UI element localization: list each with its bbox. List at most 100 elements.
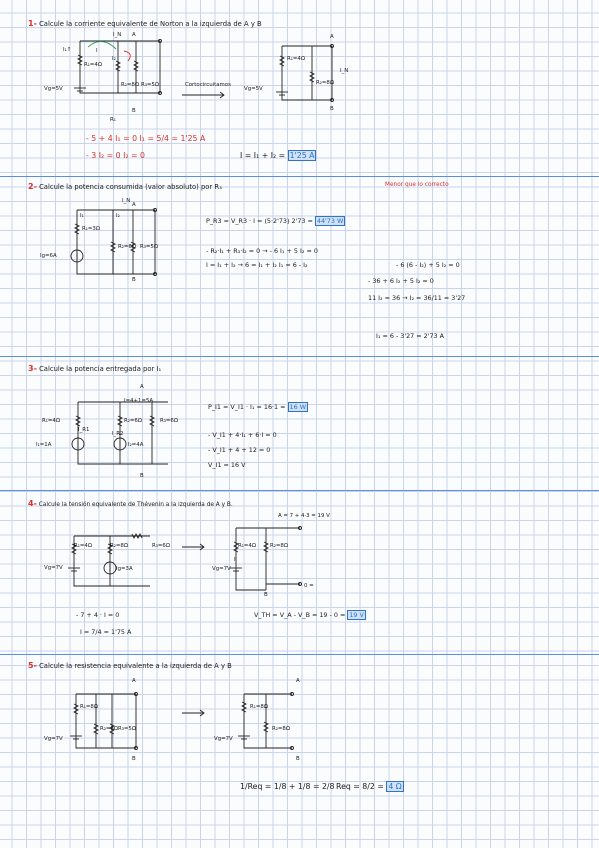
equation-5: - 36 + 6 I₂ + 5 I₂ = 0 xyxy=(368,277,434,285)
label-Bb: B xyxy=(264,592,268,598)
equation-prefix: Req = 8/2 = xyxy=(336,782,387,791)
label-IA: I xyxy=(234,557,236,563)
problem-2-title: 2- Calcule la potencia consumida (valor … xyxy=(28,183,222,191)
result-box: 44'73 W xyxy=(314,216,346,226)
label-B: B xyxy=(132,277,136,283)
problem-number: 5- xyxy=(28,661,37,670)
problem-4-title: 4- Calcule la tensión equivalente de Thé… xyxy=(28,500,233,509)
result-prefix: I = I₁ + I₂ = xyxy=(240,151,288,160)
equation-2: I = 7/4 = 1'75 A xyxy=(80,628,132,636)
equation-2: - R₂·I₁ + R₃·I₂ = 0 → - 6 I₁ + 5 I₂ = 0 xyxy=(206,247,318,255)
equation-1: 1/Req = 1/8 + 1/8 = 2/8 xyxy=(240,782,335,791)
equation-1: P_R3 = V_R3 · I = (5·2'73) 2'73 = 44'73 … xyxy=(206,216,346,226)
equation-4: V_I1 = 16 V xyxy=(208,461,246,469)
label-IN: I_N xyxy=(113,32,122,38)
label-Vg: Vg=7V xyxy=(44,565,63,571)
circuit-diagram-5 xyxy=(70,692,138,750)
circuit-diagram-2 xyxy=(70,208,157,276)
label-Ig: Ig=6A xyxy=(40,253,57,259)
equation-prefix: V_TH = V_A - V_B = 19 - 0 = xyxy=(254,611,348,619)
label-I1: I₁↑ xyxy=(63,47,72,53)
equation-1: - 7 + 4 · I = 0 xyxy=(76,611,120,619)
separator xyxy=(0,356,599,357)
equation-4: - 6 (6 - I₂) + 5 I₂ = 0 xyxy=(396,261,460,269)
label-R1: R₁=8Ω xyxy=(80,704,98,710)
label-Bz: 0 = xyxy=(304,583,314,589)
label-R1: R₁=3Ω xyxy=(82,226,100,232)
separator xyxy=(0,654,599,655)
label-Ab: A xyxy=(330,34,334,40)
label-I1: I₁ xyxy=(80,213,84,219)
label-R2b: R₂=8Ω xyxy=(272,726,290,732)
label-Ab: A xyxy=(296,678,300,684)
label-R3: R₃=6Ω xyxy=(160,418,178,424)
arrow-icon xyxy=(182,543,205,551)
label-R2: R₂=6Ω xyxy=(124,418,142,424)
problem-statement: Calcule la potencia consumida (valor abs… xyxy=(39,183,222,191)
circuit-diagram-3 xyxy=(71,401,168,465)
result-line: I = I₁ + I₂ = 1'25 A xyxy=(240,150,317,161)
label-R1b: R₁=4Ω xyxy=(287,56,305,62)
label-I2: I₂ xyxy=(116,213,120,219)
label-A: A xyxy=(140,384,144,390)
problem-number: 4- xyxy=(28,499,37,508)
problem-3-title: 3- Calcule la potencia entregada por I₁ xyxy=(28,365,161,373)
result-box: 16 W xyxy=(287,402,309,412)
label-r1: R₁ xyxy=(110,117,116,123)
label-A: A xyxy=(132,678,136,684)
label-I: I=4+1=5A xyxy=(124,398,154,404)
problem-statement: Calcule la potencia entregada por I₁ xyxy=(39,365,162,373)
label-R1: R₁=4Ω xyxy=(42,418,60,424)
label-R3: R₃=5Ω xyxy=(141,82,159,88)
label-IR1: I_R1 xyxy=(78,427,90,433)
problem-statement: Calcule la corriente equivalente de Nort… xyxy=(39,20,262,28)
label-R1: R₁=4Ω xyxy=(84,62,102,68)
circuit-diagram-1 xyxy=(74,39,162,95)
circuit-diagram-4 xyxy=(68,532,150,587)
equation-3: I = I₁ + I₂ → 6 = I₁ + I₂ I₁ = 6 - I₂ xyxy=(206,261,308,269)
arrow-icon xyxy=(182,709,205,717)
label-Bb: B xyxy=(296,756,300,762)
equation-2: - V_I1 + 4·I₁ + 6·I = 0 xyxy=(208,431,277,439)
label-Ab: A = 7 + 4·3 = 19 V xyxy=(278,513,330,519)
equation-prefix: P_I1 = V_I1 · I₁ = 16·1 = xyxy=(208,403,288,411)
label-A: A xyxy=(132,32,136,38)
label-R2: R₂=6Ω xyxy=(118,244,136,250)
label-R3: R₃=6Ω xyxy=(152,543,170,549)
label-R1b: R₁=8Ω xyxy=(250,704,268,710)
separator xyxy=(0,176,599,177)
label-IN: I_N xyxy=(122,198,131,204)
label-R3: R₃=5Ω xyxy=(118,726,136,732)
label-cortocircuitamos: Cortocircuitamos xyxy=(185,82,231,88)
equation-2: Req = 8/2 = 4 Ω xyxy=(336,781,404,792)
problem-statement: Calcule la tensión equivalente de Théven… xyxy=(38,502,233,508)
equation-1: - 5 + 4 I₁ = 0 I₁ = 5/4 = 1'25 A xyxy=(86,134,206,143)
label-B: B xyxy=(140,473,144,479)
label-R1: R₁=4Ω xyxy=(74,543,92,549)
label-I2: I₂ xyxy=(112,56,116,62)
label-R1b: R₁=4Ω xyxy=(238,543,256,549)
label-R2: R₂=8Ω xyxy=(100,726,118,732)
problem-1-title: 1- Calcule la corriente equivalente de N… xyxy=(28,20,262,28)
result-box: 4 Ω xyxy=(386,781,404,792)
label-B: B xyxy=(132,756,136,762)
equation-3: V_TH = V_A - V_B = 19 - 0 = 19 V xyxy=(254,610,366,620)
label-I2: I₂=4A xyxy=(128,442,144,448)
annotation-note: Menor que lo correcto xyxy=(385,182,449,188)
label-IR2: I_R2 xyxy=(112,431,124,437)
label-Vgb: Vg=7V xyxy=(214,736,233,742)
equation-2: - 3 I₂ = 0 I₂ = 0 xyxy=(86,151,145,160)
circuit-diagram-1b xyxy=(276,44,334,102)
label-Vgb: Vg=5V xyxy=(244,86,263,92)
problem-number: 1- xyxy=(28,19,37,28)
result-box: 19 V xyxy=(347,610,366,620)
problem-number: 3- xyxy=(28,364,37,373)
label-R2b: R₂=8Ω xyxy=(270,543,288,549)
label-R3: R₃=5Ω xyxy=(140,244,158,250)
separator xyxy=(0,490,599,491)
label-Ig: Ig=3A xyxy=(116,566,133,572)
label-R2: R₂=8Ω xyxy=(121,82,139,88)
circuit-diagram-4b xyxy=(230,526,302,591)
equation-1: P_I1 = V_I1 · I₁ = 16·1 = 16 W xyxy=(208,402,309,412)
